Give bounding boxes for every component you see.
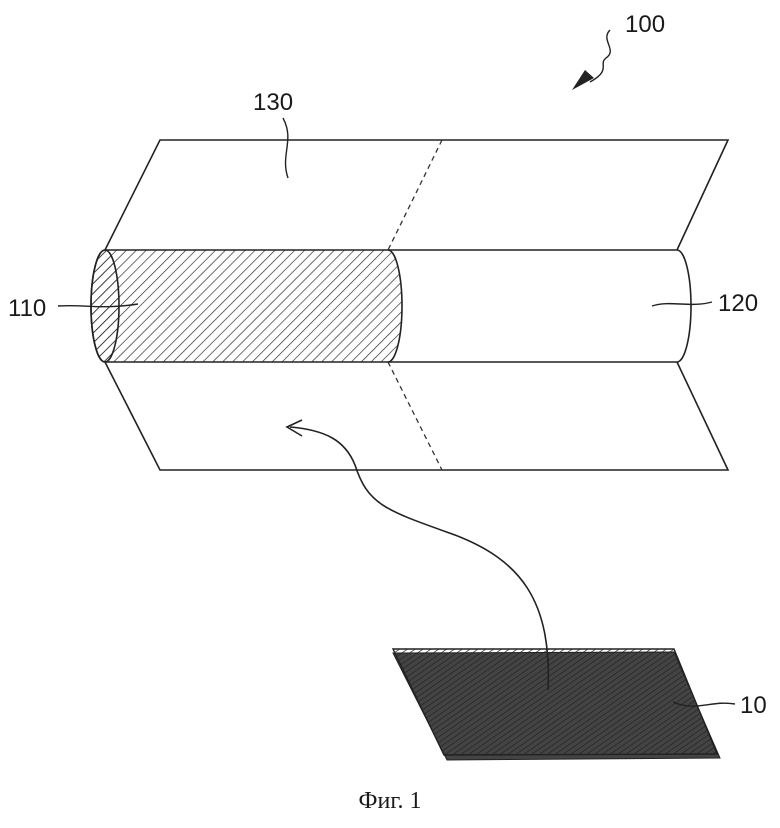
upper-sheet [105, 140, 728, 250]
lower-sheet [105, 362, 728, 470]
fold-line-lower [388, 362, 442, 470]
indicator-100 [590, 30, 610, 82]
indicator-100-arrowhead [572, 70, 594, 90]
leader-130 [283, 118, 288, 178]
leader-120 [652, 302, 712, 306]
core-plain-section [388, 250, 691, 362]
label-110: 110 [8, 295, 46, 322]
label-130: 130 [253, 89, 293, 116]
label-120: 120 [718, 290, 758, 317]
fold-line-upper [388, 140, 442, 250]
label-10: 10 [740, 692, 767, 719]
core-hatched-section [91, 250, 402, 362]
patch-surface [393, 649, 717, 755]
figure-caption: Фиг. 1 [359, 788, 422, 814]
label-100: 100 [625, 11, 665, 38]
